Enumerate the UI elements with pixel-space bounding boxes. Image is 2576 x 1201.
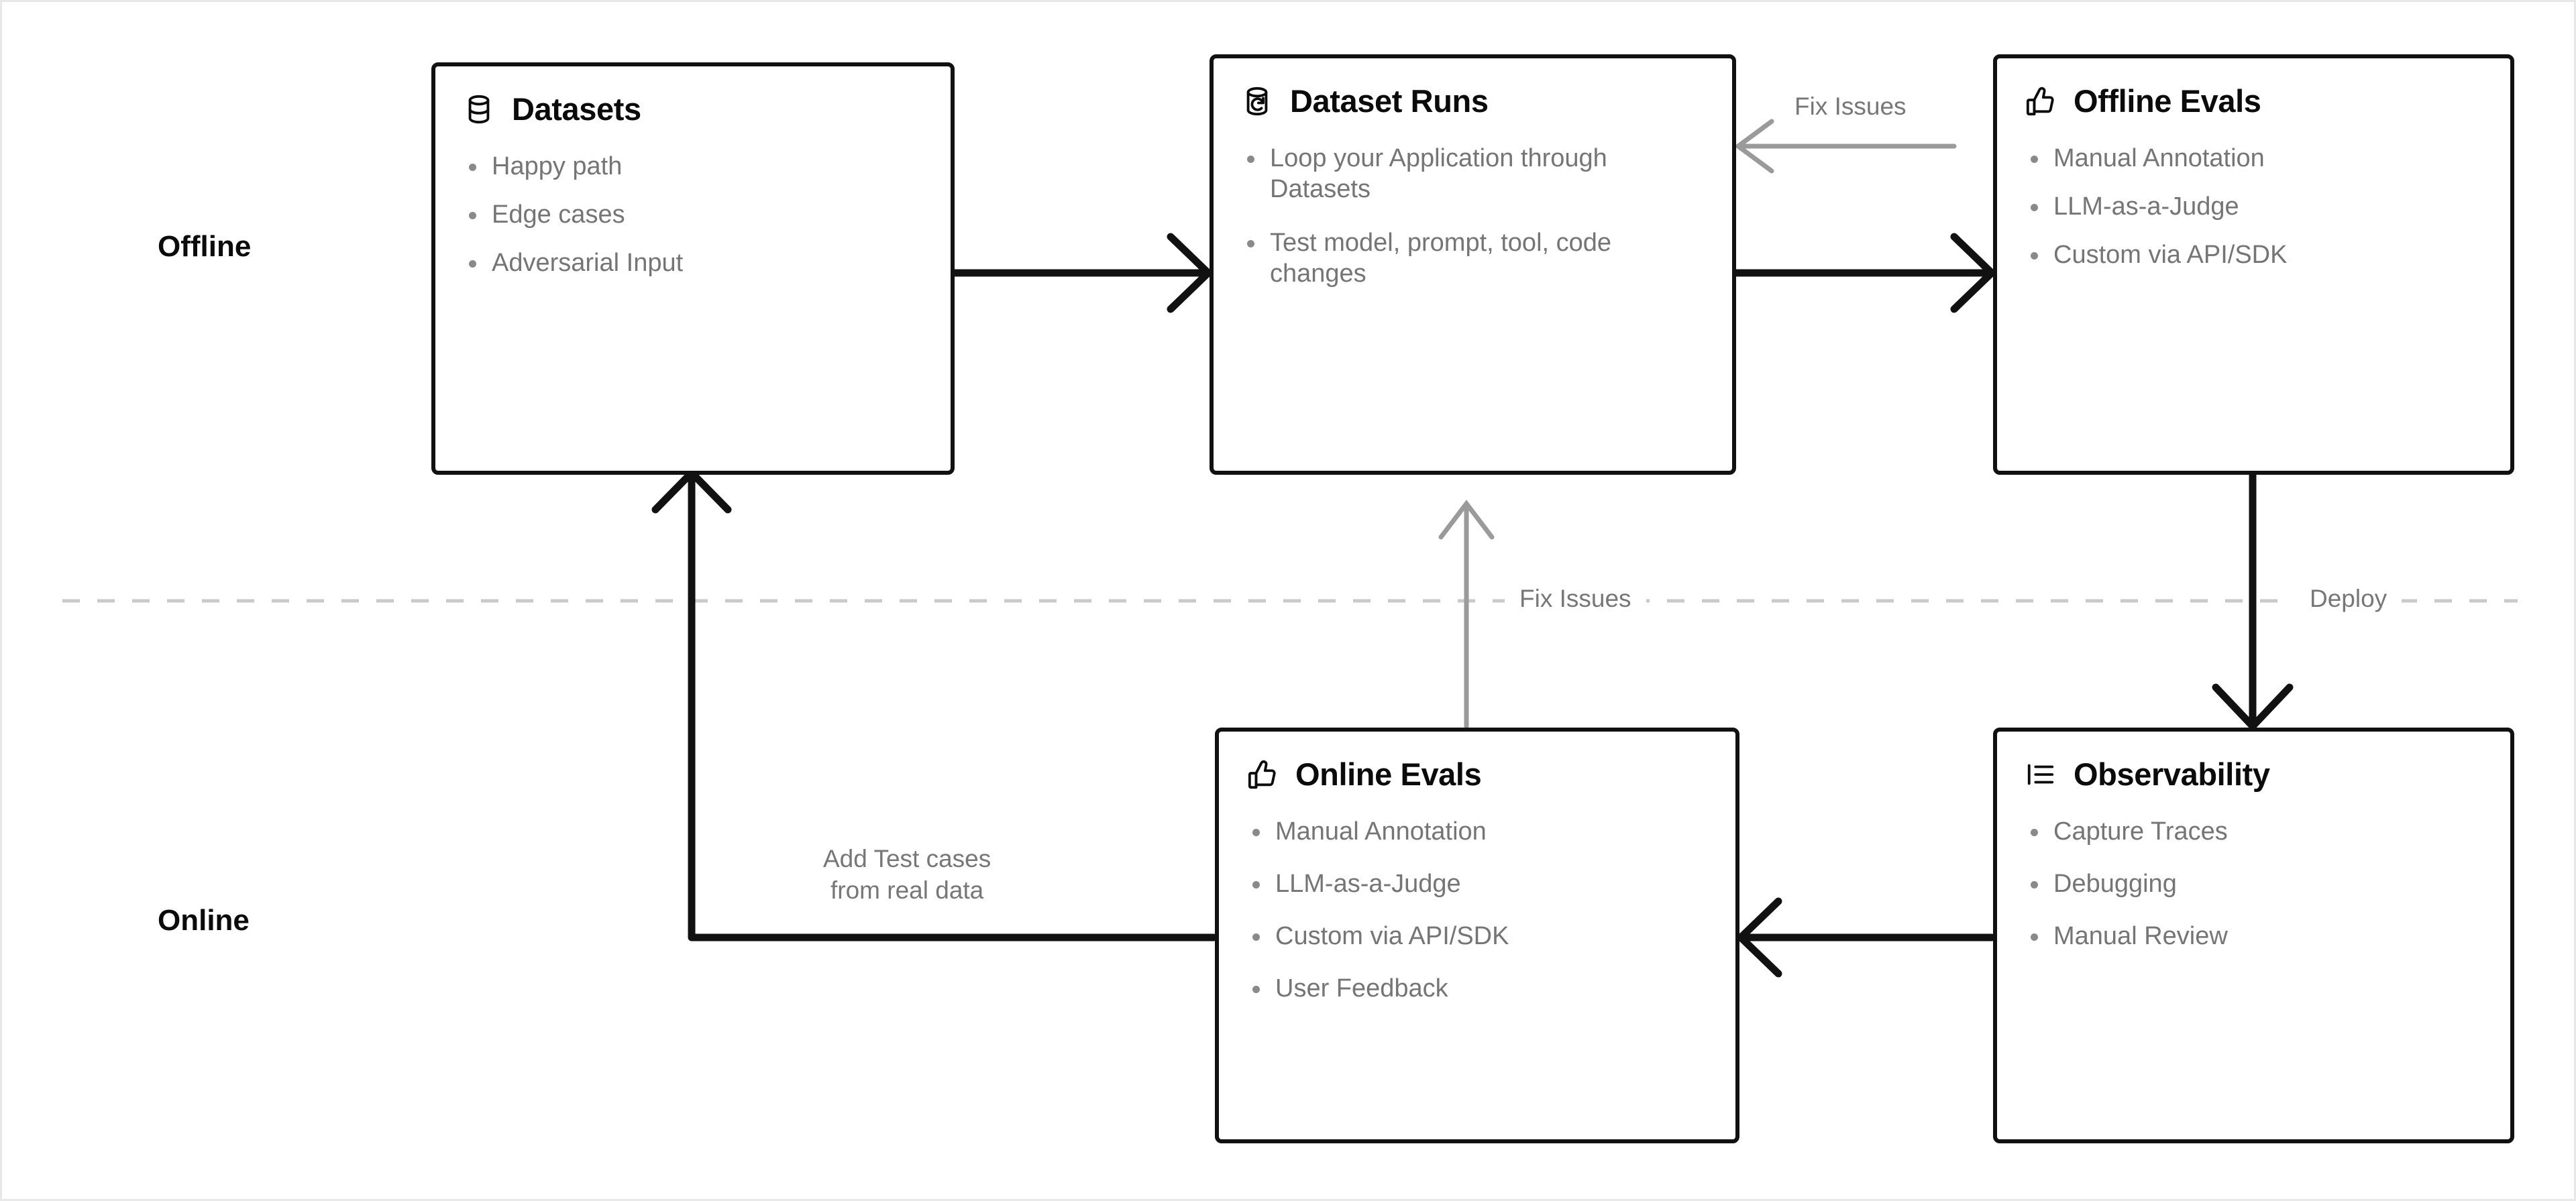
bullet-dot (469, 164, 476, 171)
list-item-label: Manual Annotation (2053, 144, 2265, 172)
edge-label-add-test-cases-line1: Add Test cases (823, 845, 991, 872)
node-offline-evals[interactable]: Offline Evals Manual Annotation LLM-as-a… (1993, 54, 2514, 475)
thumbs-up-icon (1248, 760, 1276, 789)
list-item-label: Edge cases (492, 200, 625, 229)
node-online-evals-bullets: Manual Annotation LLM-as-a-Judge Custom … (1247, 817, 1707, 1005)
edge-label-fix-issues-top: Fix Issues (1785, 93, 1916, 121)
list-item: Custom via API/SDK (1247, 921, 1707, 952)
node-observability[interactable]: Observability Capture Traces Debugging M… (1993, 728, 2514, 1143)
node-offline-evals-title: Offline Evals (2074, 83, 2261, 119)
list-item-label: Debugging (2053, 869, 2177, 898)
list-item: Test model, prompt, tool, code changes (1242, 228, 1704, 290)
list-item-label: Custom via API/SDK (2053, 240, 2288, 269)
list-tree-icon (2027, 764, 2054, 785)
database-icon (468, 95, 490, 123)
node-offline-evals-bullets: Manual Annotation LLM-as-a-Judge Custom … (2025, 144, 2482, 271)
node-dataset-runs-header: Dataset Runs (1242, 82, 1704, 119)
node-observability-bullets: Capture Traces Debugging Manual Review (2025, 817, 2482, 952)
node-dataset-runs-title: Dataset Runs (1290, 83, 1489, 119)
list-item: LLM-as-a-Judge (1247, 869, 1707, 900)
edge-offline-evals-to-dataset-runs (1734, 119, 1957, 174)
node-datasets-title: Datasets (512, 91, 641, 127)
edge-dataset-runs-to-offline-evals (1732, 233, 1997, 313)
edge-online-evals-to-dataset-runs (1438, 500, 1495, 729)
node-online-evals-title: Online Evals (1295, 756, 1482, 792)
edge-label-fix-issues-middle: Fix Issues (1505, 582, 1646, 616)
bullet-dot (1252, 985, 1260, 993)
list-item-label: Happy path (492, 152, 623, 180)
bullet-dot (1247, 156, 1254, 163)
bullet-dot (2031, 933, 2038, 941)
node-dataset-runs[interactable]: Dataset Runs Loop your Application throu… (1210, 54, 1736, 475)
bullet-dot (469, 260, 476, 268)
list-item: Loop your Application through Datasets (1242, 144, 1704, 205)
node-dataset-runs-bullets: Loop your Application through Datasets T… (1242, 144, 1704, 290)
database-refresh-icon (1246, 87, 1268, 115)
list-item: Happy path (464, 152, 922, 182)
node-observability-title: Observability (2074, 756, 2270, 792)
edge-label-add-test-cases: Add Test cases from real data (812, 839, 1002, 911)
list-item: LLM-as-a-Judge (2025, 192, 2482, 223)
edge-label-add-test-cases-line2: from real data (830, 876, 984, 905)
list-item-label: LLM-as-a-Judge (2053, 192, 2239, 221)
bullet-dot (2031, 251, 2038, 260)
thumbs-up-icon (2026, 87, 2054, 115)
node-observability-header: Observability (2025, 756, 2482, 793)
lane-label-online: Online (158, 904, 250, 937)
list-item: Manual Review (2025, 921, 2482, 952)
list-item-label: Capture Traces (2053, 817, 2228, 846)
list-item-label: Adversarial Input (492, 248, 684, 277)
lane-label-offline: Offline (158, 230, 252, 263)
edge-datasets-to-dataset-runs (951, 233, 1214, 313)
edge-observability-to-online-evals (1735, 897, 1996, 978)
list-item-label: Manual Annotation (1275, 817, 1487, 846)
list-item-label: Custom via API/SDK (1275, 921, 1509, 950)
edge-label-deploy: Deploy (2295, 582, 2402, 616)
bullet-dot (1252, 829, 1260, 836)
node-online-evals-header: Online Evals (1247, 756, 1707, 793)
bullet-dot (1252, 880, 1260, 889)
bullet-dot (2031, 880, 2038, 889)
list-item: Debugging (2025, 869, 2482, 900)
list-item: Capture Traces (2025, 817, 2482, 848)
list-item: Edge cases (464, 200, 922, 231)
list-item: Manual Annotation (2025, 144, 2482, 174)
bullet-dot (469, 211, 476, 219)
bullet-dot (2031, 203, 2038, 211)
list-item: Manual Annotation (1247, 817, 1707, 848)
list-item-label: Manual Review (2053, 921, 2228, 950)
node-datasets-header: Datasets (464, 91, 922, 127)
list-item: User Feedback (1247, 974, 1707, 1005)
list-item-label: LLM-as-a-Judge (1275, 869, 1461, 898)
list-item: Adversarial Input (464, 248, 922, 279)
bullet-dot (2031, 829, 2038, 836)
bullet-dot (1252, 933, 1260, 941)
bullet-dot (2031, 156, 2038, 163)
node-offline-evals-header: Offline Evals (2025, 82, 2482, 119)
list-item-label: Loop your Application through Datasets (1270, 144, 1607, 203)
bullet-dot (1247, 239, 1254, 247)
node-datasets[interactable]: Datasets Happy path Edge cases Adversari… (431, 62, 955, 475)
edge-offline-evals-to-observability (2212, 471, 2294, 732)
list-item-label: Test model, prompt, tool, code changes (1270, 228, 1612, 288)
node-datasets-bullets: Happy path Edge cases Adversarial Input (464, 152, 922, 279)
node-online-evals[interactable]: Online Evals Manual Annotation LLM-as-a-… (1215, 728, 1739, 1143)
list-item: Custom via API/SDK (2025, 240, 2482, 271)
list-item-label: User Feedback (1275, 974, 1448, 1003)
